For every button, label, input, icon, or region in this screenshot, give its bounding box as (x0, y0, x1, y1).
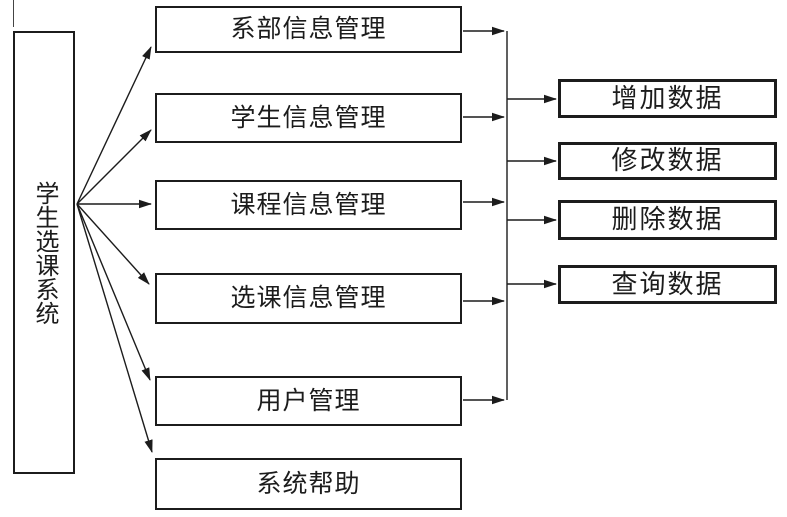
arrow-root-to-module-1 (76, 129, 152, 205)
module-box-label: 选课信息管理 (230, 285, 387, 312)
operation-box-label: 查询数据 (611, 269, 724, 299)
module-box-student-info: 学生信息管理 (155, 93, 462, 143)
operation-box-add-data: 增加数据 (558, 79, 777, 118)
arrow-root-to-module-0 (76, 46, 152, 205)
arrow-root-to-module-5 (76, 203, 153, 453)
operation-box-modify-data: 修改数据 (558, 142, 777, 180)
module-box-label: 系部信息管理 (230, 16, 387, 43)
operation-box-delete-data: 删除数据 (558, 200, 777, 240)
module-box-department-info: 系部信息管理 (155, 6, 462, 53)
root-box-student-course-system: 学生选课系统 (13, 31, 75, 474)
operation-box-label: 增加数据 (611, 83, 724, 113)
root-box-label: 学生选课系统 (31, 180, 57, 325)
arrow-root-to-module-4 (76, 203, 151, 381)
operation-box-query-data: 查询数据 (558, 265, 777, 304)
module-box-label: 学生信息管理 (230, 104, 387, 132)
module-box-label: 课程信息管理 (230, 191, 387, 219)
module-box-system-help: 系统帮助 (155, 458, 462, 510)
module-box-user-management: 用户管理 (155, 376, 462, 426)
module-box-course-info: 课程信息管理 (155, 180, 462, 230)
arrow-root-to-module-3 (76, 203, 150, 285)
module-box-course-selection-info: 选课信息管理 (155, 273, 462, 324)
operation-box-label: 修改数据 (611, 146, 724, 175)
module-box-label: 用户管理 (256, 387, 361, 415)
module-box-label: 系统帮助 (256, 470, 361, 498)
operation-box-label: 删除数据 (611, 205, 724, 234)
